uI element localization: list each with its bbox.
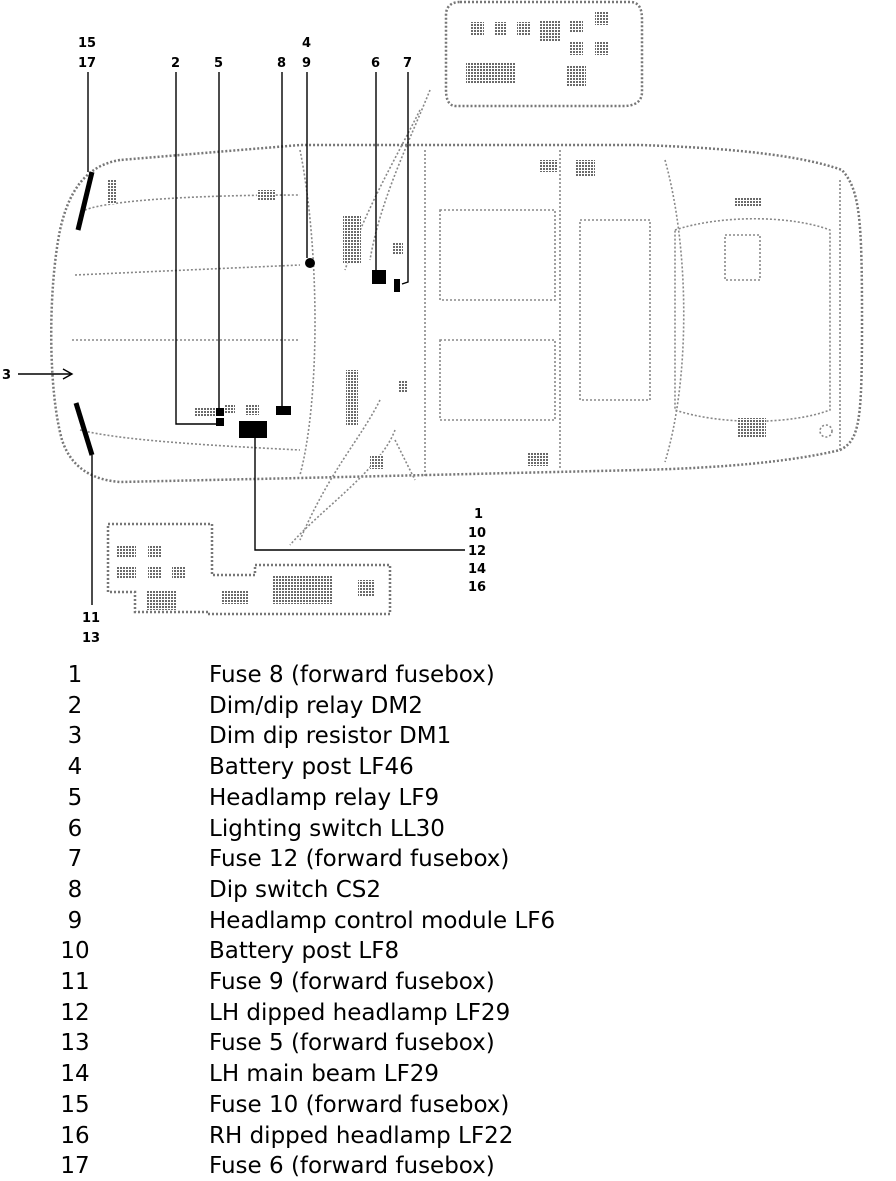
legend-description: Fuse 12 (forward fusebox) (209, 846, 510, 873)
legend-description: LH dipped headlamp LF29 (209, 999, 511, 1026)
legend-number: 3 (67, 723, 83, 750)
callout-13: 13 (82, 631, 100, 646)
legend-row: 2 Dim/dip relay DM2 (0, 691, 896, 721)
legend-description: Dim/dip relay DM2 (209, 692, 423, 719)
callout-4: 4 (302, 36, 311, 51)
legend-description: Headlamp relay LF9 (209, 784, 440, 811)
headlamp-relay-marker (216, 408, 224, 416)
callout-8: 8 (277, 56, 286, 71)
car-components (108, 160, 766, 469)
legend-description: Battery post LF8 (209, 938, 400, 965)
legend-row: 12 LH dipped headlamp LF29 (0, 998, 896, 1028)
legend-number: 6 (67, 815, 83, 842)
callout-16: 16 (468, 580, 486, 595)
component-location-diagram: 15 17 2 5 8 4 9 6 7 3 11 13 1 10 12 14 1… (2, 0, 864, 646)
legend-number: 14 (60, 1061, 90, 1088)
callout-11: 11 (82, 611, 100, 626)
legend-description: Headlamp control module LF6 (209, 907, 556, 934)
callout-15: 15 (78, 36, 96, 51)
legend-description: LH main beam LF29 (209, 1061, 440, 1088)
legend-number: 2 (67, 692, 83, 719)
callout-3: 3 (2, 368, 11, 383)
legend-row: 17 Fuse 6 (forward fusebox) (0, 1151, 896, 1181)
legend-row: 4 Battery post LF46 (0, 752, 896, 782)
callout-7: 7 (403, 56, 412, 71)
legend-number: 9 (67, 907, 83, 934)
legend-number: 7 (67, 846, 83, 873)
component-legend: 1 Fuse 8 (forward fusebox) 2 Dim/dip relay … (0, 660, 896, 1179)
legend-description: Fuse 8 (forward fusebox) (209, 662, 495, 688)
legend-row: 6 Lighting switch LL30 (0, 814, 896, 844)
legend-number: 17 (60, 1153, 90, 1180)
callout-6: 6 (371, 56, 380, 71)
fusebox-inset-bottom (106, 522, 392, 616)
legend-number: 5 (67, 784, 83, 811)
legend-row: 13 Fuse 5 (forward fusebox) (0, 1028, 896, 1058)
legend-row: 5 Headlamp relay LF9 (0, 783, 896, 813)
legend-row: 14 LH main beam LF29 (0, 1059, 896, 1089)
legend-description: Dim dip resistor DM1 (209, 723, 452, 750)
legend-number: 16 (60, 1122, 90, 1149)
legend-row: 1 Fuse 8 (forward fusebox) (0, 660, 896, 690)
lighting-switch-marker (372, 270, 386, 284)
legend-number: 8 (67, 876, 83, 903)
car-outline (49, 89, 864, 546)
legend-number: 15 (60, 1091, 90, 1118)
legend-description: Fuse 10 (forward fusebox) (209, 1091, 510, 1118)
callout-17: 17 (78, 56, 96, 71)
legend-description: Fuse 5 (forward fusebox) (209, 1030, 495, 1057)
callout-5: 5 (214, 56, 223, 71)
legend-description: Lighting switch LL30 (209, 815, 445, 842)
dim-dip-relay-marker (216, 418, 224, 426)
callout-14: 14 (468, 562, 486, 577)
legend-row: 16 RH dipped headlamp LF22 (0, 1121, 896, 1151)
battery-post-marker (305, 258, 315, 268)
legend-number: 11 (60, 969, 90, 995)
callout-labels: 15 17 2 5 8 4 9 6 7 3 11 13 1 10 12 14 1… (2, 36, 486, 646)
fuse-12-marker (394, 279, 400, 292)
callout-10: 10 (468, 526, 486, 541)
legend-number: 4 (67, 754, 83, 781)
leader-lines (18, 72, 465, 605)
legend-row: 8 Dip switch CS2 (0, 875, 896, 905)
legend-row: 15 Fuse 10 (forward fusebox) (0, 1090, 896, 1120)
legend-number: 13 (60, 1030, 90, 1057)
legend-description: Fuse 9 (forward fusebox) (209, 969, 495, 995)
legend-description: Dip switch CS2 (209, 876, 382, 903)
legend-description: Fuse 6 (forward fusebox) (209, 1153, 495, 1180)
legend-description: RH dipped headlamp LF22 (209, 1122, 514, 1149)
legend-row: 11 Fuse 9 (forward fusebox) (0, 967, 896, 997)
legend-number: 12 (60, 999, 90, 1026)
callout-9: 9 (302, 56, 311, 71)
legend-row: 3 Dim dip resistor DM1 (0, 721, 896, 751)
fusebox-inset-top (444, 0, 644, 108)
lh-headlamp-marker (73, 402, 95, 456)
dip-switch-marker (276, 406, 291, 415)
callout-2: 2 (171, 56, 180, 71)
legend-row: 7 Fuse 12 (forward fusebox) (0, 844, 896, 874)
rh-headlamp-marker (75, 171, 95, 231)
callout-12: 12 (468, 544, 486, 559)
legend-description: Battery post LF46 (209, 754, 414, 781)
legend-number: 10 (60, 938, 90, 965)
legend-row: 9 Headlamp control module LF6 (0, 906, 896, 936)
legend-number: 1 (67, 662, 83, 688)
fusebox-forward-marker (239, 421, 267, 438)
legend-row: 10 Battery post LF8 (0, 936, 896, 966)
callout-1: 1 (474, 507, 483, 522)
